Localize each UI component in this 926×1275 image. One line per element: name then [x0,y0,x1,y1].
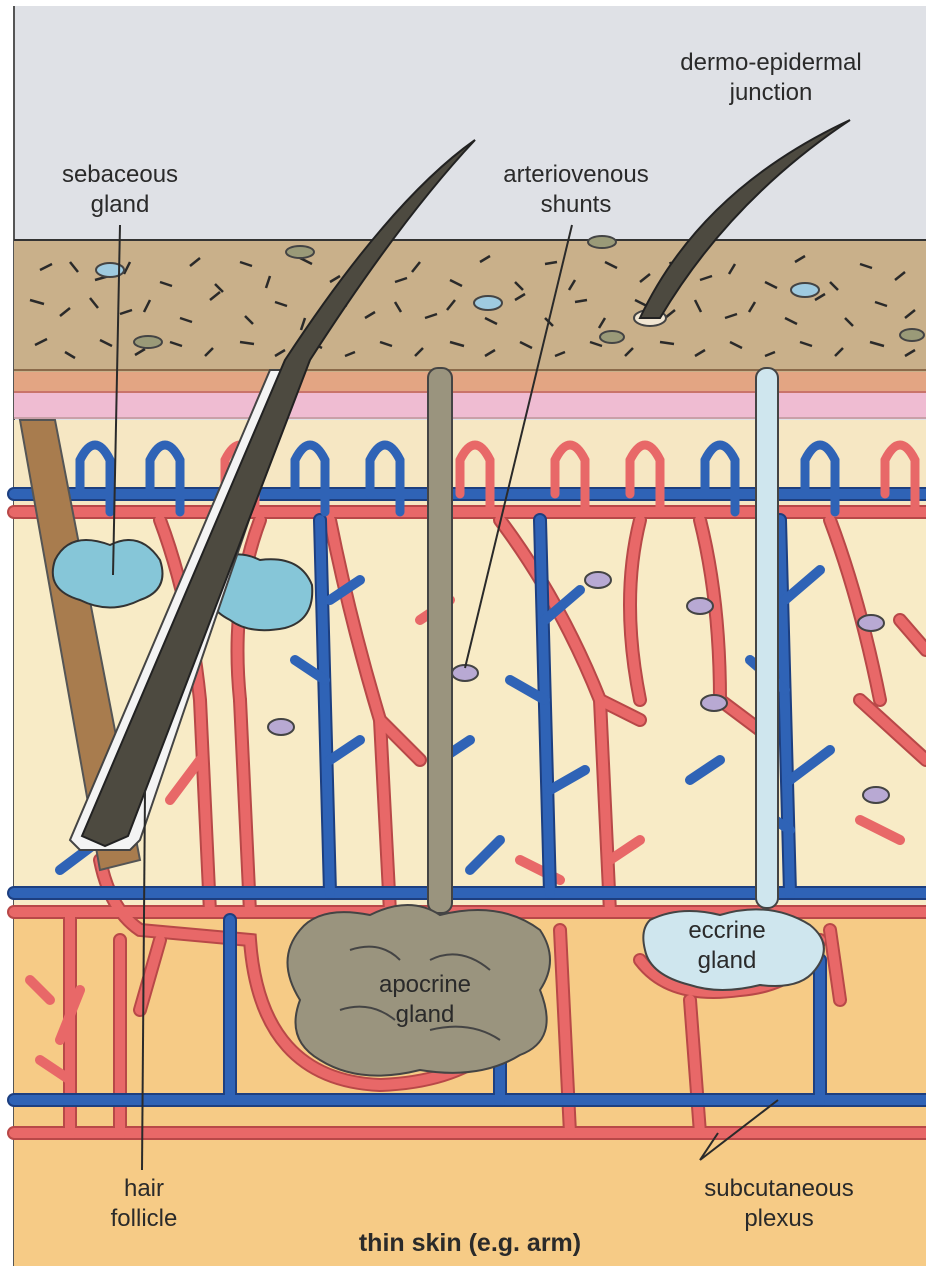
label-line: hair [84,1174,204,1204]
label-line: gland [665,946,789,976]
label-hair-follicle: hair follicle [84,1174,204,1234]
label-line: dermo-epidermal [640,48,902,78]
label-eccrine-gland: eccrine gland [665,916,789,976]
label-line: shunts [464,190,688,220]
label-line: follicle [84,1204,204,1234]
label-line: subcutaneous [664,1174,894,1204]
granular-band [14,372,926,392]
label-apocrine-gland: apocrine gland [350,970,500,1030]
label-line: arteriovenous [464,160,688,190]
epidermis [14,240,926,372]
label-line: gland [350,1000,500,1030]
label-line: junction [640,78,902,108]
label-line: eccrine [665,916,789,946]
label-arteriovenous-shunts: arteriovenous shunts [464,160,688,220]
label-line: sebaceous [30,160,210,190]
label-dermo-epidermal-junction: dermo-epidermal junction [640,48,902,108]
label-line: plexus [664,1204,894,1234]
label-line: gland [30,190,210,220]
diagram-caption: thin skin (e.g. arm) [290,1228,650,1258]
label-sebaceous-gland: sebaceous gland [30,160,210,220]
basal-band [14,392,926,418]
label-subcutaneous-plexus: subcutaneous plexus [664,1174,894,1234]
label-line: apocrine [350,970,500,1000]
